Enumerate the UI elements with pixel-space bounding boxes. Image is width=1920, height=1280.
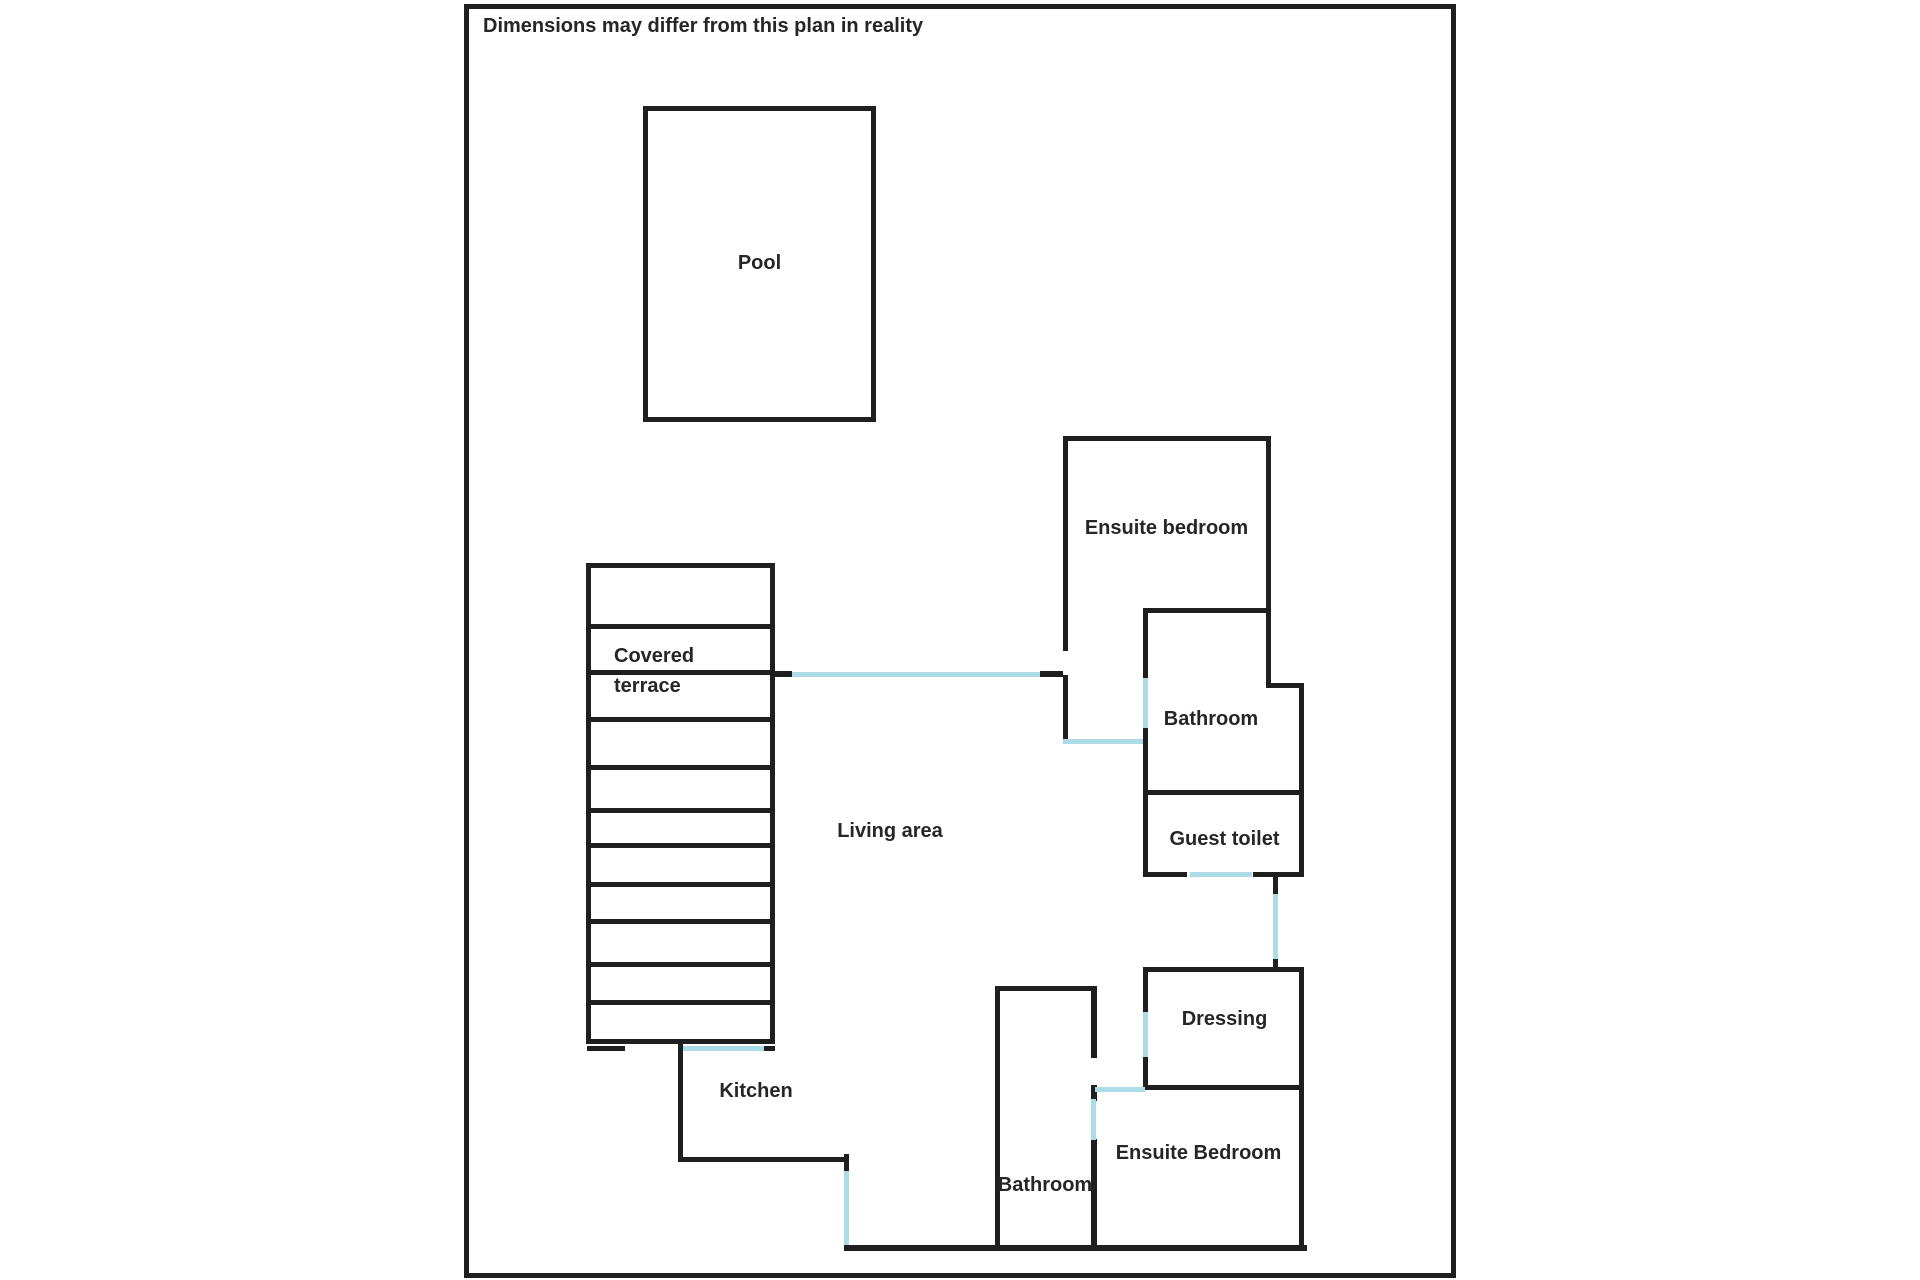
terrace-divider-line (586, 882, 775, 887)
room-label-ensuite-bedroom-bottom: Ensuite Bedroom (1115, 1142, 1282, 1164)
room-label-ensuite-bedroom-top: Ensuite bedroom (1084, 517, 1249, 539)
room-label-kitchen: Kitchen (719, 1080, 793, 1102)
wall-segment (1266, 436, 1271, 688)
room-label-covered-terrace-line2: terrace (614, 675, 681, 697)
terrace-divider-line (586, 808, 775, 813)
wall-segment (1143, 790, 1304, 795)
wall-segment (1143, 1056, 1148, 1090)
room-label-bathroom-bottom: Bathroom (997, 1174, 1093, 1196)
wall-segment (1299, 967, 1304, 1250)
wall-segment (1143, 872, 1187, 877)
terrace-divider-line (586, 843, 775, 848)
room-label-living-area: Living area (837, 820, 943, 842)
wall-segment (678, 1157, 849, 1162)
wall-segment (678, 1044, 683, 1162)
wall-segment (1145, 967, 1304, 972)
door-opening-segment (1190, 872, 1252, 877)
door-opening-segment (1091, 1099, 1096, 1140)
wall-segment (1273, 958, 1278, 972)
terrace-divider-line (586, 670, 775, 675)
plan-disclaimer-text: Dimensions may differ from this plan in … (483, 15, 924, 37)
room-label-pool: Pool (737, 252, 782, 274)
terrace-divider-line (586, 717, 775, 722)
door-opening-segment (1095, 1087, 1145, 1092)
wall-segment (1145, 608, 1271, 613)
room-label-covered-terrace-line1: Covered (614, 645, 695, 667)
wall-segment (1040, 671, 1063, 677)
wall-segment (1143, 726, 1148, 795)
door-opening-segment (1143, 1012, 1148, 1057)
door-opening-segment (1143, 678, 1148, 728)
wall-segment (763, 1046, 775, 1051)
terrace-divider-line (586, 765, 775, 770)
terrace-divider-line (586, 1000, 775, 1005)
door-opening-segment (683, 1046, 764, 1051)
pool-outline (643, 106, 876, 422)
door-opening-segment (1063, 739, 1143, 744)
wall-segment (775, 671, 792, 677)
wall-segment (997, 986, 1096, 991)
wall-segment (1091, 1085, 1097, 1101)
terrace-outline (586, 563, 775, 1044)
room-label-bathroom-top: Bathroom (1163, 708, 1259, 730)
wall-segment (1063, 436, 1270, 441)
room-label-dressing: Dressing (1181, 1008, 1268, 1030)
wall-segment (1253, 872, 1304, 877)
terrace-divider-line (586, 624, 775, 629)
wall-segment (1091, 1139, 1097, 1250)
door-opening-segment (844, 1171, 849, 1245)
terrace-divider-line (586, 919, 775, 924)
wall-segment (1266, 683, 1304, 688)
wall-segment (1143, 967, 1148, 1014)
wall-segment (995, 986, 1000, 1249)
wall-segment (587, 1046, 625, 1051)
wall-segment (1143, 795, 1148, 877)
wall-segment (1091, 986, 1097, 1058)
wall-segment (1063, 675, 1068, 742)
wall-segment (844, 1245, 1307, 1251)
room-label-guest-toilet: Guest toilet (1169, 828, 1280, 850)
wall-segment (1299, 683, 1304, 877)
plan-border (464, 4, 1456, 1278)
wall-segment (1273, 877, 1278, 896)
terrace-divider-line (586, 962, 775, 967)
door-opening-segment (1273, 894, 1278, 959)
wall-segment (1063, 436, 1068, 651)
door-opening-segment (792, 672, 1040, 677)
wall-segment (1143, 608, 1148, 680)
wall-segment (1145, 1085, 1304, 1090)
wall-segment (844, 1154, 849, 1173)
